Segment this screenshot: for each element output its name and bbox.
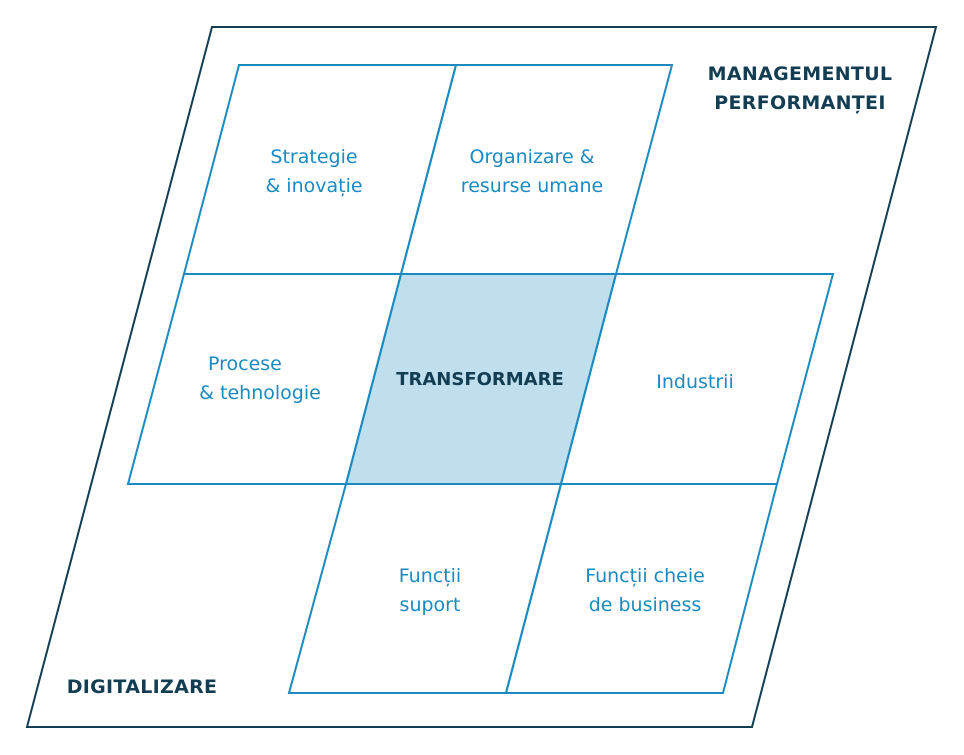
strategie-line1: Strategie (270, 146, 358, 168)
industrii-text: Industrii (656, 371, 734, 393)
strategie-line2: & inovație (265, 175, 363, 197)
cell-functii-suport-label: Funcții suport (350, 562, 510, 620)
functii-cheie-line2: de business (588, 594, 702, 616)
cell-strategie-label: Strategie & inovație (224, 143, 404, 201)
center-text: TRANSFORMARE (396, 369, 564, 390)
cell-functii-cheie-border (504, 483, 779, 694)
functii-suport-line2: suport (399, 594, 461, 616)
cell-procese-label: Procese & tehnologie (170, 350, 350, 408)
management-performance-label: MANAGEMENTUL PERFORMANȚEI (690, 60, 910, 118)
procese-line2: & tehnologie (199, 382, 321, 404)
center-label: TRANSFORMARE (380, 365, 580, 394)
functii-cheie-line1: Funcții cheie (585, 565, 705, 587)
cell-functii-cheie-label: Funcții cheie de business (555, 562, 735, 620)
digitalizare-label: DIGITALIZARE (52, 673, 232, 702)
management-performance-line1: MANAGEMENTUL (707, 63, 893, 85)
digitalizare-text: DIGITALIZARE (66, 676, 218, 698)
procese-line1: Procese (208, 353, 282, 375)
management-performance-line2: PERFORMANȚEI (714, 92, 886, 114)
outer-frame (25, 26, 938, 728)
functii-suport-line1: Funcții (398, 565, 462, 587)
center-cell-fill (346, 274, 616, 484)
cell-organizare-label: Organizare & resurse umane (432, 143, 632, 201)
organizare-line2: resurse umane (460, 175, 604, 197)
cell-industrii-label: Industrii (615, 368, 775, 397)
organizare-line1: Organizare & (469, 146, 595, 168)
